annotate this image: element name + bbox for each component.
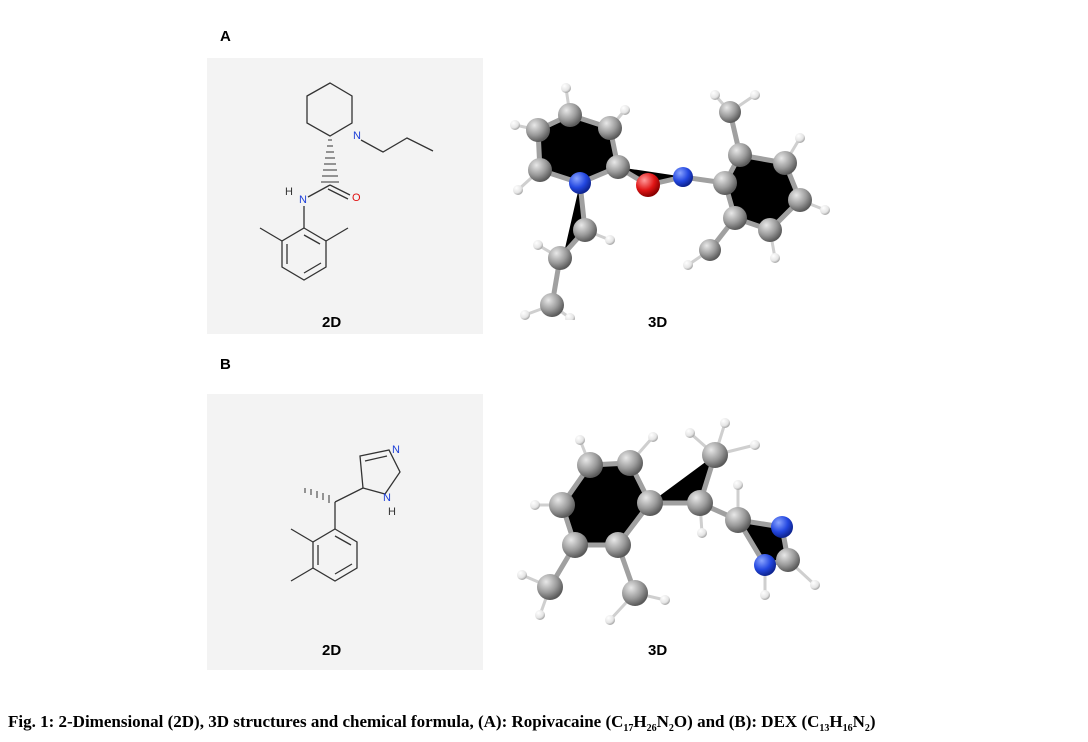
panel-b-letter: B: [220, 356, 231, 373]
ropivacaine-3d-model: [510, 83, 830, 320]
panel-b-3d-label: 3D: [648, 642, 668, 659]
atom-o-carbonyl: O: [352, 192, 361, 204]
ropivacaine-2d-structure: N H N O: [207, 58, 483, 334]
caption-suffix: ): [869, 712, 876, 731]
atom-h-amide: H: [285, 186, 293, 198]
caption-mid: ) and (B): DEX (: [687, 712, 808, 731]
atom-n-imidazole-top: N: [392, 444, 400, 456]
dexmedetomidine-3d-model: [517, 418, 820, 625]
panel-a-3d-label: 3D: [648, 314, 668, 331]
formula-ropivacaine: C17H26N2O: [611, 712, 688, 734]
atom-n-piperidine: N: [353, 130, 361, 142]
caption-prefix: Fig. 1: 2-Dimensional (2D), 3D structure…: [8, 712, 612, 731]
dexmedetomidine-2d-structure: N N H: [207, 394, 483, 670]
panel-a-letter: A: [220, 28, 231, 45]
figure-caption: Fig. 1: 2-Dimensional (2D), 3D structure…: [8, 712, 876, 734]
atom-h-imidazole: H: [388, 506, 396, 518]
panel-b-2d-label: 2D: [322, 642, 342, 659]
formula-dex: C13H16N2: [807, 712, 870, 734]
panel-a-2d-label: 2D: [322, 314, 342, 331]
atom-n-imidazole-nh: N: [383, 492, 391, 504]
atom-n-amide: N: [299, 194, 307, 206]
